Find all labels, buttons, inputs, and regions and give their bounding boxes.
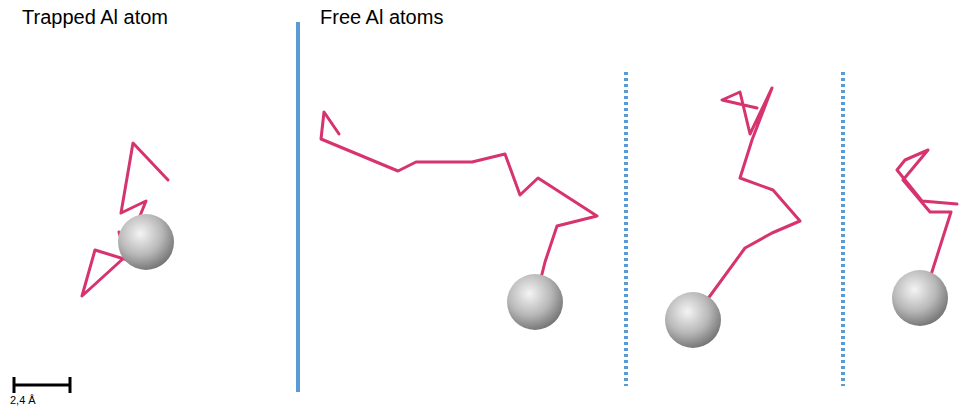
trajectory (321, 112, 597, 282)
scale-label: 2,4 Å (10, 394, 36, 407)
al-atom (507, 274, 563, 330)
panel-heading: Trapped Al atom (22, 6, 168, 29)
al-atom (665, 292, 721, 348)
al-atom (118, 214, 174, 270)
panel-heading: Free Al atoms (320, 6, 443, 29)
panel-divider-dotted (841, 72, 845, 386)
panel-divider-dotted (624, 72, 628, 386)
trajectory (707, 88, 800, 300)
scale-bar (14, 377, 70, 393)
panel-divider (296, 22, 300, 392)
al-atom (892, 270, 948, 326)
trajectory (897, 150, 957, 278)
